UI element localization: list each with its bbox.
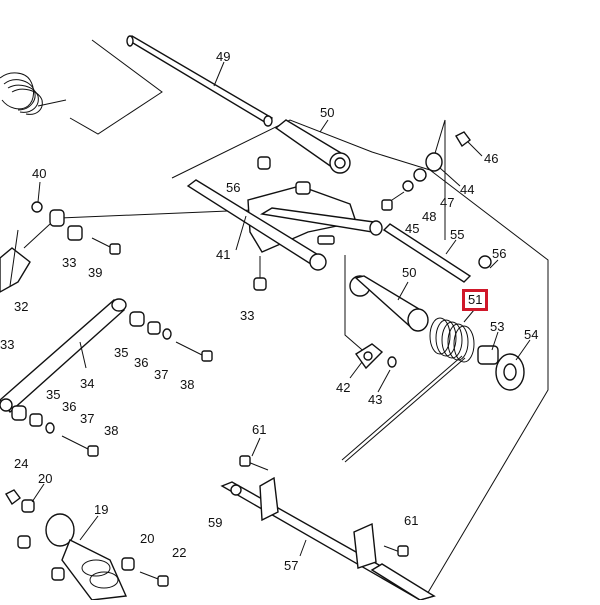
label-36-lower: 36 <box>62 399 77 414</box>
link-arm-34 <box>0 298 127 414</box>
collar-20-lower <box>121 557 135 571</box>
bolt-38-upper <box>175 341 213 362</box>
bolt-61-lower <box>383 545 409 557</box>
label-37-lower: 37 <box>80 411 95 426</box>
collar-20-upper <box>21 499 35 513</box>
bushing-40 <box>49 209 65 227</box>
nut-46 <box>455 131 471 148</box>
collar-33-left <box>67 225 83 241</box>
label-38-upper: 38 <box>180 377 195 392</box>
collar-36-lower <box>29 413 43 427</box>
label-44: 44 <box>460 182 475 197</box>
label-49: 49 <box>216 49 231 64</box>
shock-absorber-32 <box>0 223 51 293</box>
washer-43 <box>387 356 397 368</box>
label-41: 41 <box>216 247 231 262</box>
label-47: 47 <box>440 195 455 210</box>
label-33-mid: 33 <box>240 308 255 323</box>
shock-absorber-19 <box>45 513 128 601</box>
spring-top-left <box>0 72 67 115</box>
torsion-spring-51 <box>341 317 475 463</box>
label-19: 19 <box>94 502 109 517</box>
frame-line-upper <box>171 119 446 240</box>
shaft-55 <box>382 223 472 283</box>
nut-24 <box>5 489 21 506</box>
collar-40 <box>31 201 43 213</box>
label-61-upper: 61 <box>252 422 267 437</box>
washer-37-lower <box>45 422 55 434</box>
label-53: 53 <box>490 319 505 334</box>
label-33-edge: 33 <box>0 337 15 352</box>
leader-40 <box>59 209 253 219</box>
washer-47 <box>413 168 427 182</box>
label-37-upper: 37 <box>154 367 169 382</box>
bolt-61-upper <box>239 455 269 471</box>
label-46: 46 <box>484 151 499 166</box>
washer-48 <box>402 180 414 192</box>
label-43: 43 <box>368 392 383 407</box>
swing-arm-41 <box>186 179 383 271</box>
bushing-56-right <box>478 255 492 269</box>
label-39: 39 <box>88 265 103 280</box>
bushing-56-top <box>257 156 271 170</box>
frame-line-top <box>69 39 163 135</box>
collar-20-side <box>17 535 31 549</box>
bolt-39 <box>91 237 121 255</box>
bolt-38-lower <box>61 435 99 457</box>
leader-lines <box>9 61 531 557</box>
frame-line-mid <box>344 255 369 356</box>
collar-53 <box>477 345 499 365</box>
label-50-lower: 50 <box>402 265 417 280</box>
clip-59 <box>230 484 242 496</box>
label-35-upper: 35 <box>114 345 129 360</box>
label-32: 32 <box>14 299 29 314</box>
label-57: 57 <box>284 558 299 573</box>
label-24: 24 <box>14 456 29 471</box>
label-34: 34 <box>80 376 95 391</box>
label-59: 59 <box>208 515 223 530</box>
bushing-35-upper <box>129 311 145 327</box>
label-40: 40 <box>32 166 47 181</box>
frame-line-right <box>425 169 549 597</box>
label-20-lower: 20 <box>140 531 155 546</box>
label-33-left: 33 <box>62 255 77 270</box>
label-56-top: 56 <box>226 180 241 195</box>
label-42: 42 <box>336 380 351 395</box>
label-45: 45 <box>405 221 420 236</box>
rod-49 <box>126 35 273 127</box>
bolt-22 <box>139 571 169 587</box>
sleeve-50-lower <box>349 275 429 332</box>
label-54: 54 <box>524 327 539 342</box>
label-48: 48 <box>422 209 437 224</box>
label-61-lower: 61 <box>404 513 419 528</box>
label-36-upper: 36 <box>134 355 149 370</box>
label-22: 22 <box>172 545 187 560</box>
bolt-45 <box>381 191 405 211</box>
washer-37-upper <box>162 328 172 340</box>
bushing-35-lower <box>11 405 27 421</box>
collar-33-mid <box>253 277 267 291</box>
collar-bottom <box>51 567 65 581</box>
label-56-right: 56 <box>492 246 507 261</box>
washer-54 <box>495 353 525 391</box>
frame-57 <box>220 476 436 601</box>
label-51-highlighted[interactable]: 51 <box>462 289 489 311</box>
label-20-upper: 20 <box>38 471 53 486</box>
nut-44 <box>425 152 443 172</box>
label-35-lower: 35 <box>46 387 61 402</box>
label-50-top: 50 <box>320 105 335 120</box>
sleeve-50-top <box>274 119 351 174</box>
label-55: 55 <box>450 227 465 242</box>
label-38-lower: 38 <box>104 423 119 438</box>
collar-36-upper <box>147 321 161 335</box>
bracket-42 <box>354 343 384 370</box>
